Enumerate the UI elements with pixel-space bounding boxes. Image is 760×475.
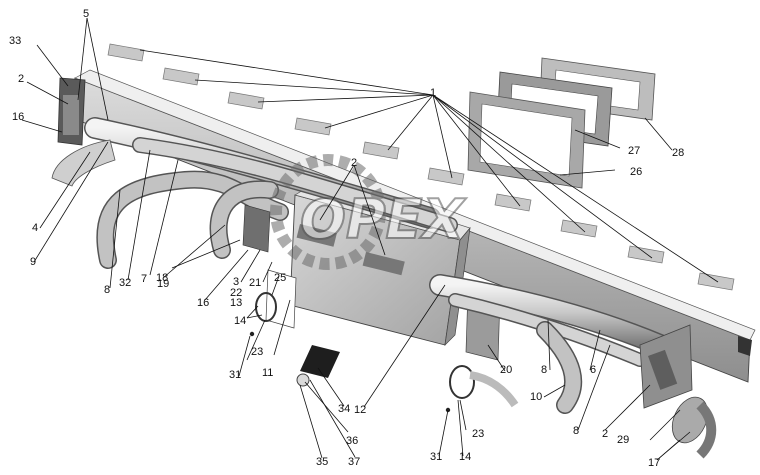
- callout-20: 20: [500, 364, 512, 376]
- callout-19: 19: [157, 278, 169, 290]
- callout-16: 16: [197, 297, 209, 309]
- callout-18: 18: [156, 272, 168, 284]
- callout-34: 34: [338, 403, 350, 415]
- callout-23: 23: [472, 428, 484, 440]
- callout-8: 8: [104, 284, 110, 296]
- callout-12: 12: [354, 404, 366, 416]
- callout-labels: 1 2 2 2 3 4 5 6 7 8 8 8 9 10 11 12 13 14…: [9, 8, 684, 469]
- callout-6: 6: [590, 364, 596, 376]
- callout-26: 26: [630, 166, 642, 178]
- callout-3: 3: [233, 276, 239, 288]
- callout-33: 33: [9, 35, 21, 47]
- opex-watermark: OPEX: [270, 154, 467, 270]
- watermark-text: OPEX: [300, 188, 466, 251]
- callout-17: 17: [648, 457, 660, 469]
- callout-10: 10: [530, 391, 542, 403]
- callout-37: 37: [348, 456, 360, 468]
- callout-2: 2: [351, 157, 357, 169]
- right-vent-assembly: [639, 324, 717, 459]
- callout-22: 22: [230, 287, 242, 299]
- gasket-frames: [467, 57, 656, 189]
- callout-31: 31: [229, 369, 241, 381]
- callout-11: 11: [262, 367, 273, 379]
- callout-16: 16: [12, 111, 24, 123]
- callout-9: 9: [30, 256, 36, 268]
- callout-25: 25: [274, 272, 286, 284]
- callout-28: 28: [672, 147, 684, 159]
- air-ducts: [84, 117, 671, 414]
- callout-21: 21: [249, 277, 261, 289]
- callout-1: 1: [430, 87, 436, 99]
- callout-35: 35: [316, 456, 328, 468]
- callout-36: 36: [346, 435, 358, 447]
- callout-8: 8: [573, 425, 579, 437]
- callout-14: 14: [234, 315, 246, 327]
- callout-2: 2: [602, 428, 608, 440]
- callout-29: 29: [617, 434, 629, 446]
- callout-5: 5: [83, 8, 89, 20]
- callout-2: 2: [18, 73, 24, 85]
- callout-8: 8: [541, 364, 547, 376]
- callout-13: 13: [230, 297, 242, 309]
- callout-27: 27: [628, 145, 640, 157]
- small-parts: [242, 204, 519, 413]
- callout-31: 31: [430, 451, 442, 463]
- callout-23: 23: [251, 346, 263, 358]
- callout-7: 7: [141, 273, 147, 285]
- left-vent-assembly: [51, 77, 116, 187]
- leader-lines: [21, 17, 719, 461]
- callout-4: 4: [32, 222, 38, 234]
- callout-32: 32: [119, 277, 131, 289]
- callout-14: 14: [459, 451, 471, 463]
- strip-parts: [107, 43, 735, 291]
